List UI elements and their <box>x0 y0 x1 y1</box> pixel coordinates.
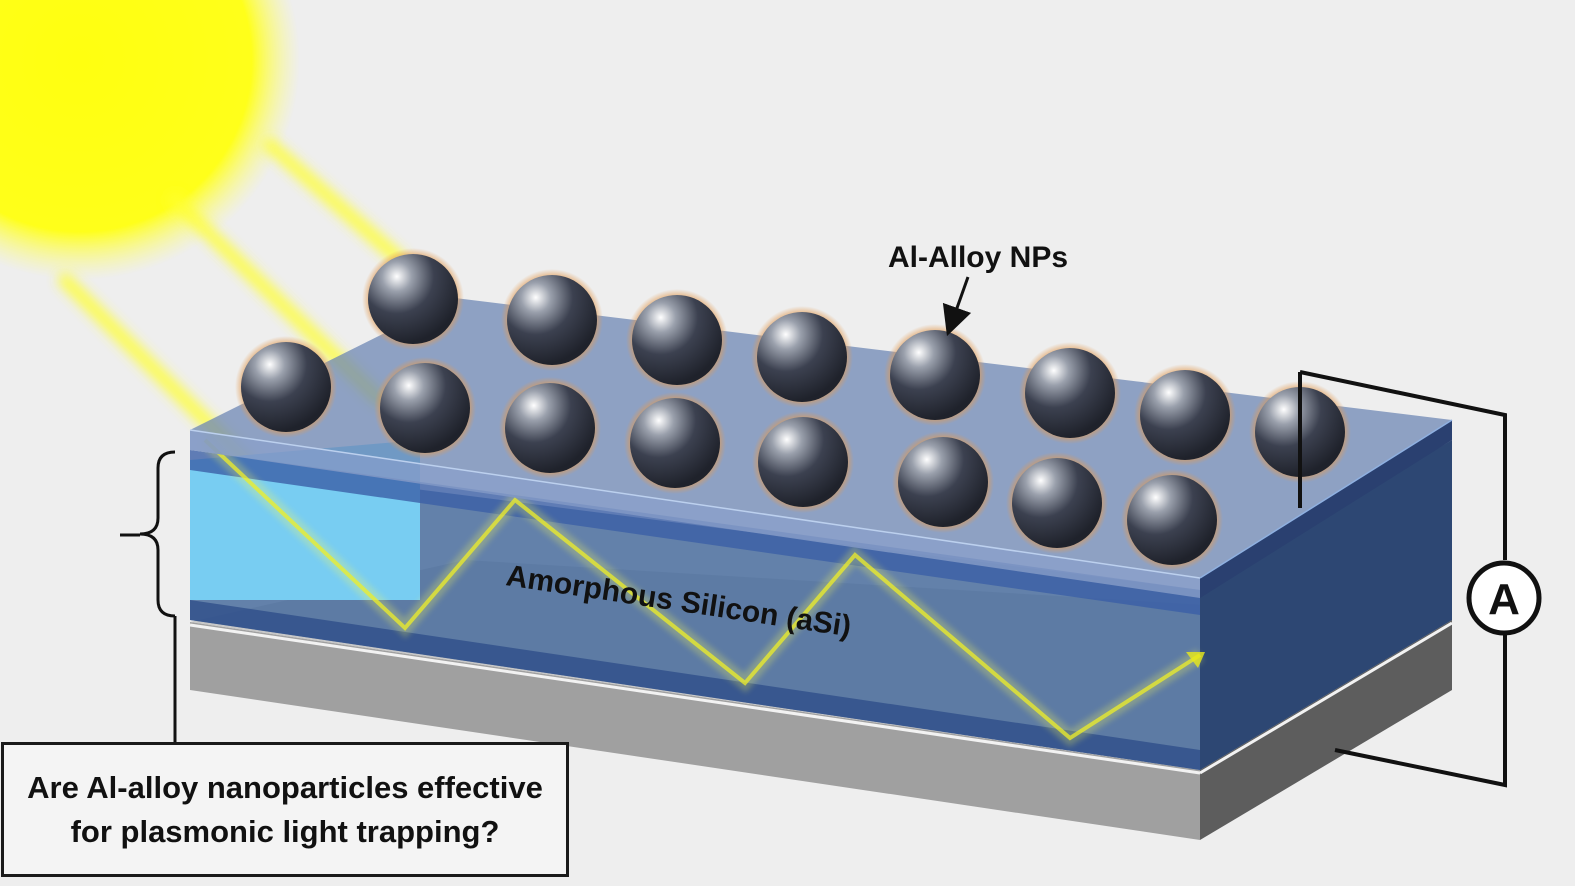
nanoparticle <box>1019 342 1121 444</box>
nanoparticle <box>751 306 853 408</box>
nanoparticle <box>1121 469 1223 571</box>
nanoparticles-arrow <box>942 276 972 337</box>
question-line-1: Are Al-alloy nanoparticles effective <box>27 770 543 806</box>
nanoparticle <box>892 431 994 533</box>
ammeter-label: A <box>1488 575 1520 624</box>
nanoparticles-label: Al-Alloy NPs <box>888 241 1068 274</box>
nanoparticle <box>499 377 601 479</box>
trapped-light-glow <box>200 434 1204 747</box>
nanoparticle <box>1006 452 1108 554</box>
question-line-2: for plasmonic light trapping? <box>70 813 500 849</box>
ammeter-circuit <box>1298 370 1507 788</box>
nanoparticle <box>624 392 726 494</box>
nanoparticle <box>362 248 464 350</box>
nanoparticle <box>235 336 337 438</box>
nanoparticle <box>884 324 986 426</box>
light-arrowhead <box>1186 652 1205 668</box>
sun <box>0 0 300 280</box>
nanoparticle <box>374 357 476 459</box>
nanoparticle <box>1134 364 1236 466</box>
nanoparticle <box>626 289 728 391</box>
question-box: Are Al-alloy nanoparticles effective for… <box>1 742 569 877</box>
nanoparticle <box>501 269 603 371</box>
nanoparticle <box>752 411 854 513</box>
nanoparticles <box>235 248 1351 571</box>
silicon-layer <box>190 440 1452 770</box>
layer-bracket <box>139 450 176 618</box>
ammeter-icon <box>1466 560 1542 636</box>
